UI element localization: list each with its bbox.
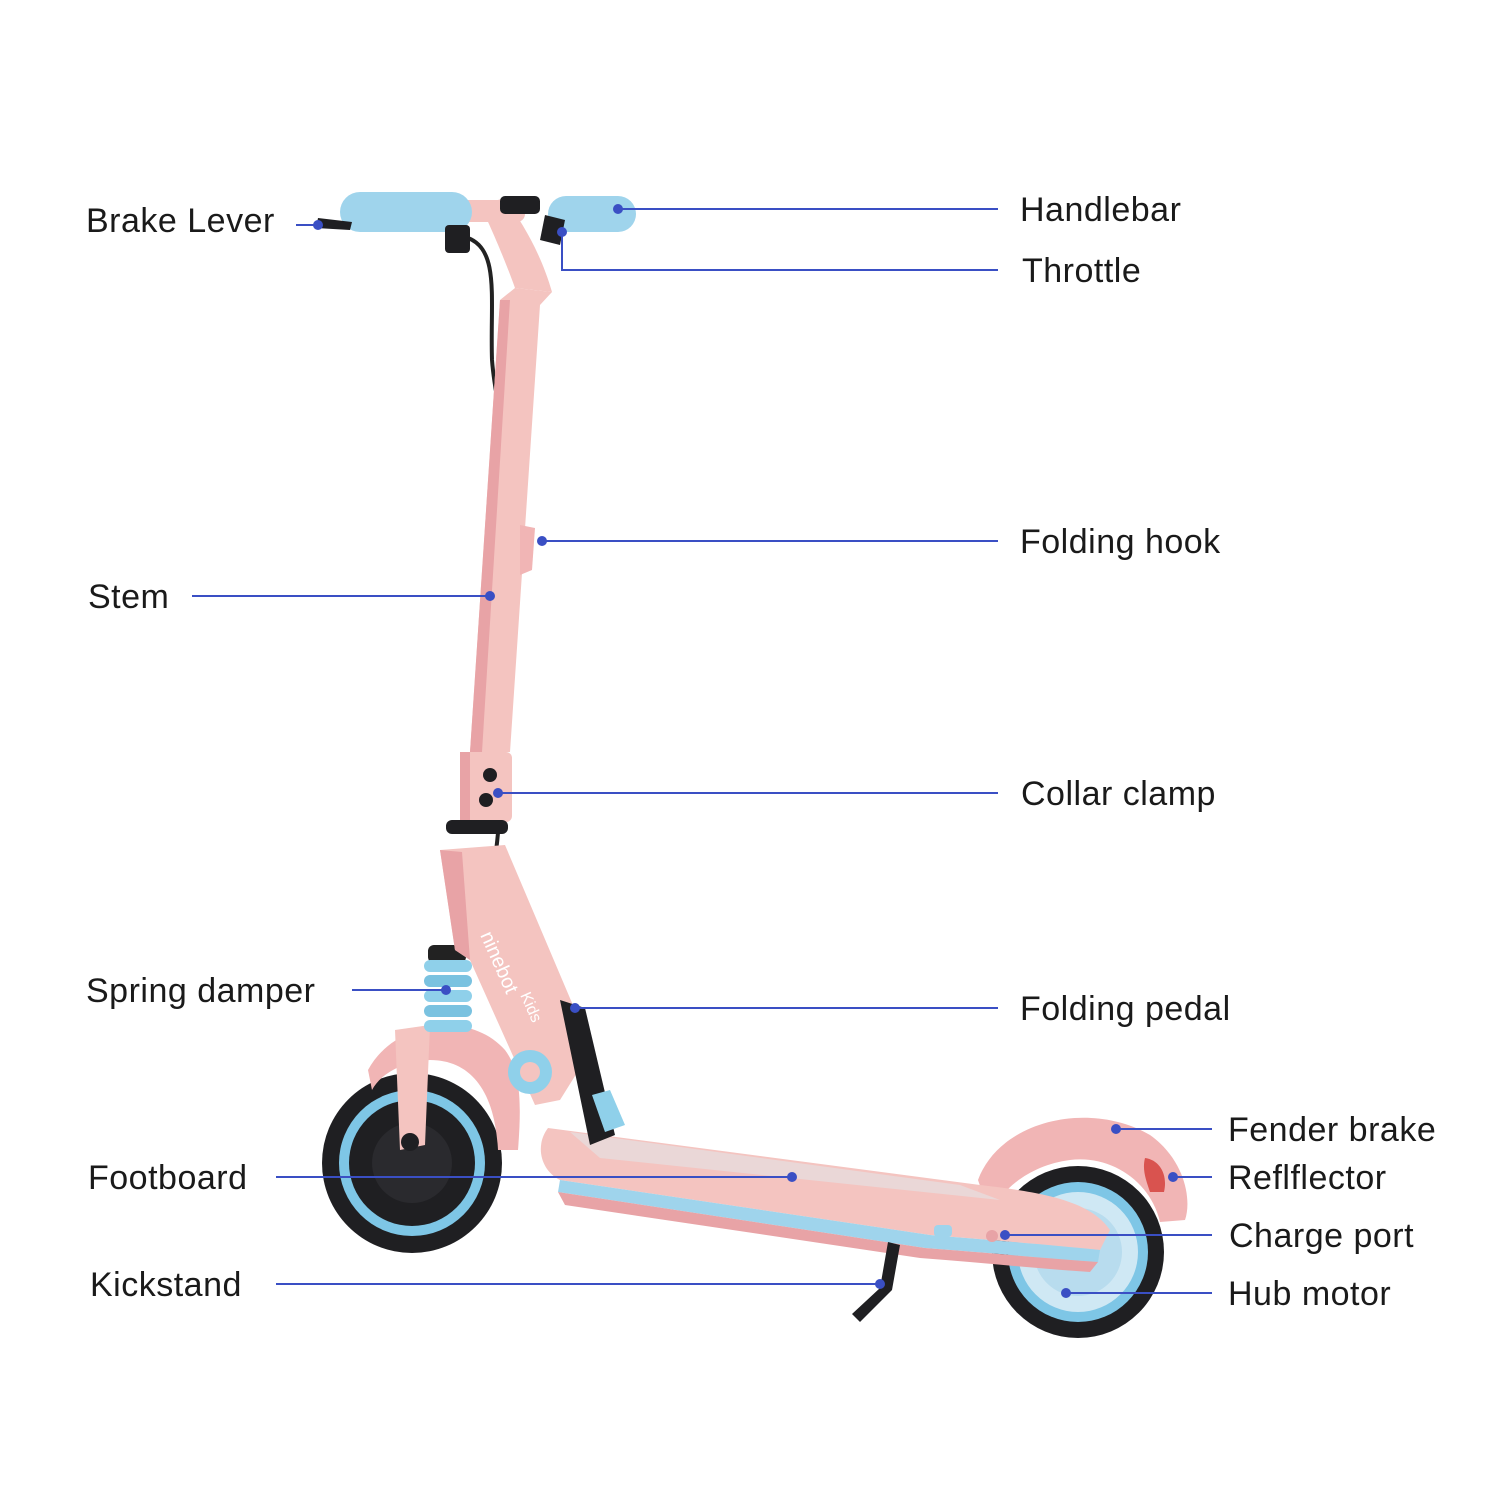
dot-kickstand — [875, 1279, 885, 1289]
dot-handlebar — [613, 204, 623, 214]
spring-damper-icon — [424, 945, 472, 1032]
dot-charge-port — [1000, 1230, 1010, 1240]
dot-spring-damper — [441, 985, 451, 995]
deck-blue-strip — [558, 1180, 1100, 1262]
label-kickstand: Kickstand — [90, 1266, 242, 1304]
label-brake-lever: Brake Lever — [86, 202, 275, 240]
dot-fender-brake — [1111, 1124, 1121, 1134]
labels: Brake Lever Handlebar Throttle Folding h… — [86, 191, 1436, 1313]
label-spring-damper: Spring damper — [86, 972, 316, 1010]
deck-underside — [558, 1192, 1098, 1272]
label-folding-hook: Folding hook — [1020, 523, 1221, 561]
front-frame — [440, 845, 585, 1105]
dot-hub-motor — [1061, 1288, 1071, 1298]
label-throttle: Throttle — [1022, 252, 1141, 290]
stem-shade — [470, 300, 510, 752]
folding-hook-icon — [520, 525, 535, 575]
reflector-icon — [1143, 1158, 1166, 1192]
label-handlebar: Handlebar — [1020, 191, 1181, 229]
power-button-icon — [934, 1225, 952, 1237]
label-stem: Stem — [88, 578, 169, 616]
label-charge-port: Charge port — [1229, 1217, 1414, 1255]
leader-throttle — [561, 232, 998, 271]
brake-lever-icon — [316, 218, 352, 230]
dot-stem — [485, 591, 495, 601]
front-fork — [395, 1025, 430, 1150]
collar-clamp-icon — [446, 752, 512, 834]
kickstand-icon — [852, 1242, 900, 1322]
label-folding-pedal: Folding pedal — [1020, 990, 1231, 1028]
throttle-icon — [540, 215, 565, 245]
dot-reflector — [1168, 1172, 1178, 1182]
folding-mechanism — [508, 1000, 625, 1145]
dot-throttle — [557, 227, 567, 237]
handlebar-icon — [316, 192, 636, 253]
scooter-illustration: ninebot Kids — [316, 192, 1188, 1338]
dot-folding-pedal — [570, 1003, 580, 1013]
label-fender-brake: Fender brake — [1228, 1111, 1436, 1149]
deck-grip — [570, 1132, 1000, 1200]
stem — [470, 288, 552, 752]
label-collar-clamp: Collar clamp — [1021, 775, 1216, 813]
label-hub-motor: Hub motor — [1228, 1275, 1391, 1313]
charge-port-icon — [986, 1230, 998, 1242]
label-reflector: Reflflector — [1228, 1159, 1387, 1197]
leader-lines — [192, 204, 1212, 1298]
dot-collar-clamp — [493, 788, 503, 798]
dot-brake-lever — [313, 220, 323, 230]
label-footboard: Footboard — [88, 1159, 248, 1197]
dot-folding-hook — [537, 536, 547, 546]
front-wheel — [322, 1073, 502, 1253]
front-axle-icon — [401, 1133, 419, 1151]
front-frame-side — [440, 850, 470, 960]
dot-footboard — [787, 1172, 797, 1182]
rear-fender — [978, 1117, 1188, 1222]
